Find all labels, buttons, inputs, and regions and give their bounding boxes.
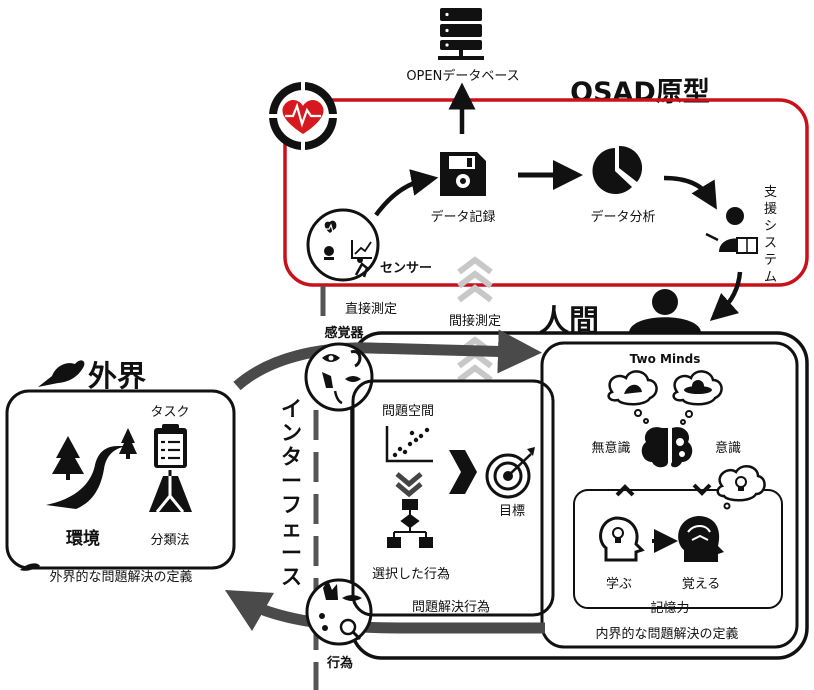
- problem-solving-box: [351, 379, 555, 617]
- osad-title: OSAD原型: [570, 77, 710, 108]
- interface-label: イ ン タ ー フ ェ ー ス: [281, 397, 309, 589]
- thought-cloud-icon: [672, 370, 723, 425]
- data-record-label: データ記録: [430, 209, 495, 225]
- inner-definition-label: 内界的な問題解決の定義: [595, 626, 738, 642]
- arrow-world-to-human: [233, 329, 542, 391]
- unconscious-label: 無意識: [591, 440, 630, 456]
- arrow-sensor-to-record: [374, 169, 439, 217]
- arrow-support-to-human: [709, 271, 743, 321]
- chevron-down-icon: [395, 472, 423, 498]
- person-icon: [629, 289, 701, 333]
- goal-label: 目標: [499, 504, 525, 519]
- learn-label: 学ぶ: [606, 576, 632, 592]
- teacher-icon: [705, 207, 758, 254]
- outer-title: 外界: [88, 359, 146, 393]
- remember-label: 覚える: [682, 577, 721, 592]
- conscious-label: 意識: [715, 440, 741, 456]
- learn-head-icon: [599, 516, 645, 562]
- taxonomy-label: 分類法: [150, 533, 189, 548]
- problem-space-label: 問題空間: [382, 404, 434, 419]
- sense-organs-circle: [304, 342, 374, 412]
- sensor-circle: [306, 208, 380, 282]
- server-icon: [438, 8, 484, 60]
- heart-monitor-icon: [267, 80, 339, 152]
- data-analysis-label: データ分析: [590, 209, 655, 225]
- arrow-analysis-to-support: [663, 175, 717, 210]
- outer-definition-label: 外界的な問題解決の定義: [49, 569, 192, 585]
- chevron-right-icon: [449, 450, 477, 494]
- brain-icon: [641, 427, 693, 468]
- bird-icon: [38, 360, 85, 387]
- taxonomy-icon: [149, 470, 192, 513]
- memory-box: [573, 489, 783, 609]
- environment-label: 環境: [66, 528, 100, 549]
- flowchart-icon: [387, 499, 433, 548]
- inner-definition-box: [540, 341, 799, 649]
- quill-icon: [20, 563, 40, 571]
- task-label: タスク: [150, 405, 189, 420]
- thought-cloud-icon: [607, 370, 658, 424]
- remember-head-icon: [678, 516, 724, 562]
- idea-cloud-icon: [716, 464, 766, 510]
- outer-world-box: [5, 389, 236, 570]
- floppy-disk-icon: [440, 152, 486, 196]
- support-system-label: 支 援 シ ス テ ム: [764, 185, 781, 285]
- indirect-measure-label: 間接測定: [449, 313, 501, 329]
- action-label: 行為: [326, 655, 353, 671]
- environment-icon: [46, 428, 137, 509]
- pie-chart-icon: [592, 145, 643, 194]
- scatter-plot-icon: [385, 426, 433, 463]
- target-icon: [485, 447, 535, 499]
- sense-organs-label: 感覚器: [324, 325, 364, 341]
- problem-solving-action-label: 問題解決行為: [412, 599, 490, 615]
- memory-label: 記憶力: [650, 600, 689, 616]
- open-db-label: OPENデータベース: [406, 68, 519, 84]
- osad-box: [283, 98, 809, 287]
- action-circle: [305, 578, 373, 646]
- direct-measure-label: 直接測定: [345, 301, 397, 317]
- two-minds-label: Two Minds: [630, 352, 701, 366]
- sensor-label: センサー: [380, 261, 432, 276]
- chosen-action-label: 選択した行為: [372, 566, 450, 582]
- clipboard-icon: [154, 424, 187, 468]
